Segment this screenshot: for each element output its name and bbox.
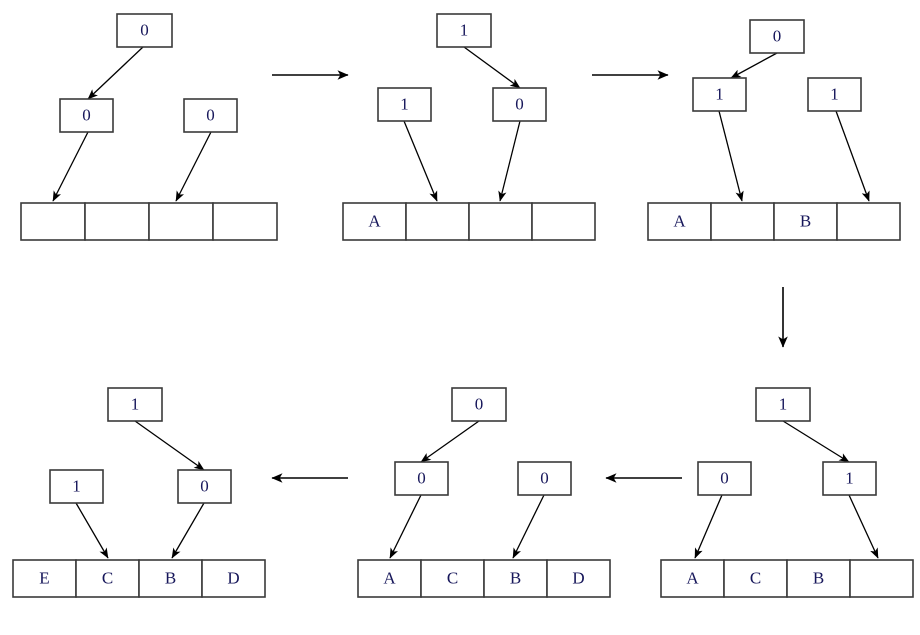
tree-node-box[interactable]	[749, 19, 805, 54]
array-cell-label: A	[368, 211, 381, 230]
tree-node-box[interactable]	[807, 77, 862, 112]
tree-link-arrow	[694, 494, 723, 559]
array-cell[interactable]	[405, 202, 470, 241]
tree-link-arrow	[52, 131, 89, 202]
tree-node-box[interactable]	[107, 387, 163, 422]
tree-link-arrow	[403, 120, 438, 202]
array-cell[interactable]	[75, 559, 140, 598]
array-cell[interactable]	[849, 559, 914, 598]
array-cell[interactable]	[531, 202, 596, 241]
tree-link-arrow	[75, 502, 109, 559]
tree-node-box[interactable]	[517, 461, 572, 496]
array-cell-label: C	[447, 568, 458, 587]
diagram-panel: 0 0 0	[20, 13, 278, 241]
tree-link-arrow	[782, 420, 850, 463]
tree-node-label: 1	[715, 84, 724, 103]
tree-link-arrow	[175, 131, 212, 202]
tree-node-label: 0	[140, 20, 149, 39]
array-cell-label: D	[572, 568, 584, 587]
tree-node-box[interactable]	[451, 387, 507, 422]
array-cell[interactable]	[201, 559, 266, 598]
tree-node-label: 1	[131, 394, 140, 413]
tree-node-box[interactable]	[377, 87, 432, 122]
array-cell-label: A	[673, 211, 686, 230]
diagram-panel: A C B 1 0 1	[660, 387, 914, 598]
tree-node-label: 0	[515, 94, 524, 113]
diagram-panel: A C B D 0 0 0	[357, 387, 611, 598]
tree-link-arrow	[171, 502, 205, 559]
array-cell[interactable]	[710, 202, 775, 241]
array-cell-label: C	[102, 568, 113, 587]
array-cell[interactable]	[773, 202, 838, 241]
tree-node-box[interactable]	[822, 461, 877, 496]
tree-node-box[interactable]	[492, 87, 547, 122]
diagram-panel: E C B D 1 1 0	[12, 387, 266, 598]
array-cell[interactable]	[357, 559, 422, 598]
tree-link-arrow	[512, 494, 545, 559]
array-cell-label: E	[39, 568, 49, 587]
array-cell-label: B	[165, 568, 176, 587]
flow-arrows-layer	[271, 70, 788, 483]
tree-node-box[interactable]	[697, 461, 752, 496]
tree-link-arrow	[463, 46, 521, 89]
tree-node-box[interactable]	[116, 13, 173, 48]
tree-link-arrow	[134, 420, 205, 471]
diagram-panel: A 1 1 0	[342, 13, 596, 241]
array-cell[interactable]	[836, 202, 901, 241]
array-cell[interactable]	[138, 559, 203, 598]
array-cell[interactable]	[647, 202, 712, 241]
tree-link-arrow	[389, 494, 422, 559]
tree-link-arrow	[420, 420, 480, 463]
tree-node-label: 1	[400, 94, 409, 113]
array-cell[interactable]	[420, 559, 485, 598]
tree-link-arrow	[730, 52, 778, 79]
tree-node-box[interactable]	[177, 469, 232, 504]
array-cell[interactable]	[468, 202, 533, 241]
array-cell[interactable]	[20, 202, 86, 241]
tree-link-arrow	[835, 110, 870, 202]
tree-link-arrow	[87, 46, 144, 100]
tree-node-label: 0	[82, 105, 91, 124]
array-cell[interactable]	[212, 202, 278, 241]
array-cell-label: A	[383, 568, 396, 587]
array-cell-label: A	[686, 568, 699, 587]
tree-node-label: 1	[779, 394, 788, 413]
array-cell[interactable]	[546, 559, 611, 598]
array-cell-label: B	[800, 211, 811, 230]
tree-node-box[interactable]	[755, 387, 811, 422]
tree-node-label: 0	[206, 105, 215, 124]
array-cell[interactable]	[483, 559, 548, 598]
array-cell-label: C	[750, 568, 761, 587]
array-cell[interactable]	[84, 202, 150, 241]
tree-node-box[interactable]	[692, 77, 747, 112]
diagram-panel: A B 0 1 1	[647, 19, 901, 241]
tree-node-label: 0	[720, 468, 729, 487]
array-cell-label: B	[813, 568, 824, 587]
tree-node-box[interactable]	[59, 98, 114, 133]
tree-link-arrow	[718, 110, 744, 202]
tree-node-label: 0	[475, 394, 484, 413]
tree-node-label: 1	[845, 468, 854, 487]
tree-node-box[interactable]	[183, 98, 238, 133]
tree-node-label: 1	[460, 20, 469, 39]
tree-link-arrow	[498, 120, 521, 202]
tree-node-label: 0	[540, 468, 549, 487]
tree-node-box[interactable]	[436, 13, 492, 48]
tree-link-arrow	[848, 494, 879, 559]
array-cell-label: D	[227, 568, 239, 587]
array-cell[interactable]	[660, 559, 725, 598]
tree-node-box[interactable]	[49, 469, 104, 504]
array-cell-label: B	[510, 568, 521, 587]
tree-node-label: 1	[72, 476, 81, 495]
tree-node-label: 0	[200, 476, 209, 495]
tree-node-label: 0	[417, 468, 426, 487]
tree-node-box[interactable]	[394, 461, 449, 496]
array-cell[interactable]	[148, 202, 214, 241]
tree-node-label: 1	[830, 84, 839, 103]
tree-node-label: 0	[773, 26, 782, 45]
array-cell[interactable]	[723, 559, 788, 598]
